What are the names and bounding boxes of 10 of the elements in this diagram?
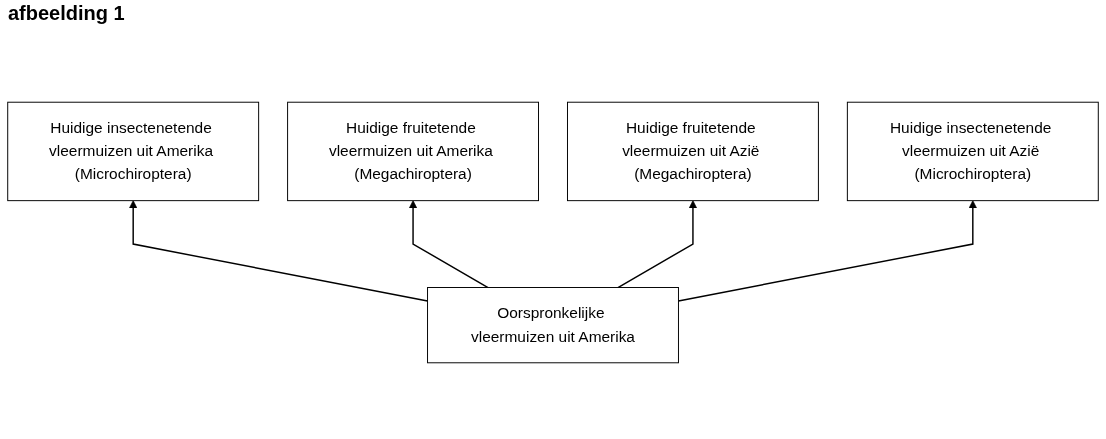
node-box: Huidige fruitetende vleermuizen uit Azië (Megachiroptera) bbox=[567, 101, 819, 202]
arrow bbox=[408, 200, 489, 289]
arrow bbox=[617, 200, 698, 289]
node-box: Huidige insectenetende vleermuizen uit Azië (Microchiroptera) bbox=[846, 101, 1099, 202]
arrow bbox=[677, 200, 978, 302]
node-box: Huidige fruitetende vleermuizen uit Amerika (Megachiroptera) bbox=[287, 101, 539, 202]
figure-title: afbeelding 1 bbox=[8, 2, 125, 25]
node-box: Oorspronkelijke vleermuizen uit Amerika bbox=[427, 287, 679, 364]
arrow bbox=[128, 200, 429, 302]
node-box: Huidige insectenetende vleermuizen uit Amerika (Microchiroptera) bbox=[7, 101, 260, 202]
